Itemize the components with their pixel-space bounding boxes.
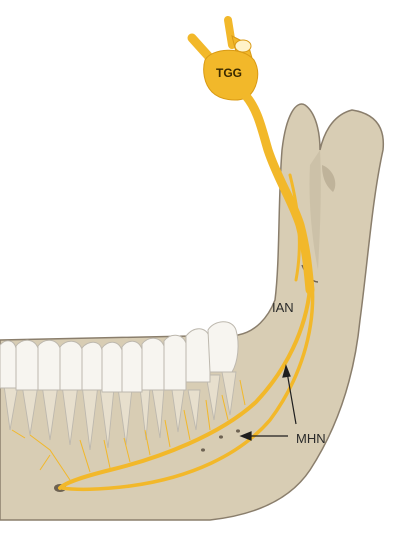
teeth-crowns	[0, 321, 239, 393]
tooth-roots	[3, 371, 237, 451]
mhn-arrows	[239, 364, 297, 441]
label-mhn: MHN	[296, 431, 326, 446]
nerve-pathway	[11, 16, 315, 492]
label-ian: IAN	[272, 300, 294, 315]
inferior-alveolar-nerve	[58, 286, 312, 490]
mandible-bone	[0, 103, 385, 521]
label-tgg: TGG	[216, 66, 242, 80]
